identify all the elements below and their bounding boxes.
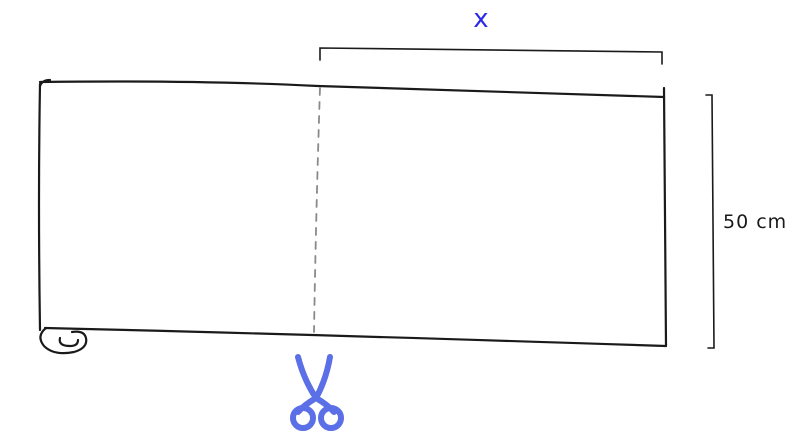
scissors-icon: [290, 354, 344, 431]
height-bracket: [705, 94, 715, 349]
cut-line: [313, 87, 321, 333]
sheet-top-edge: [38, 80, 666, 99]
height-measure-label: 50 cm: [723, 211, 788, 233]
width-bracket: [319, 47, 663, 65]
paper-sheet: [37, 78, 668, 355]
width-variable-label: x: [473, 4, 489, 34]
sheet-bottom-edge: [43, 326, 668, 348]
roll-inner-coil: [58, 336, 80, 348]
roll-bottom-coil: [39, 326, 88, 355]
sheet-left-edge: [37, 82, 42, 332]
sheet-right-edge: [662, 86, 668, 348]
roll-top-curl: [38, 78, 52, 88]
